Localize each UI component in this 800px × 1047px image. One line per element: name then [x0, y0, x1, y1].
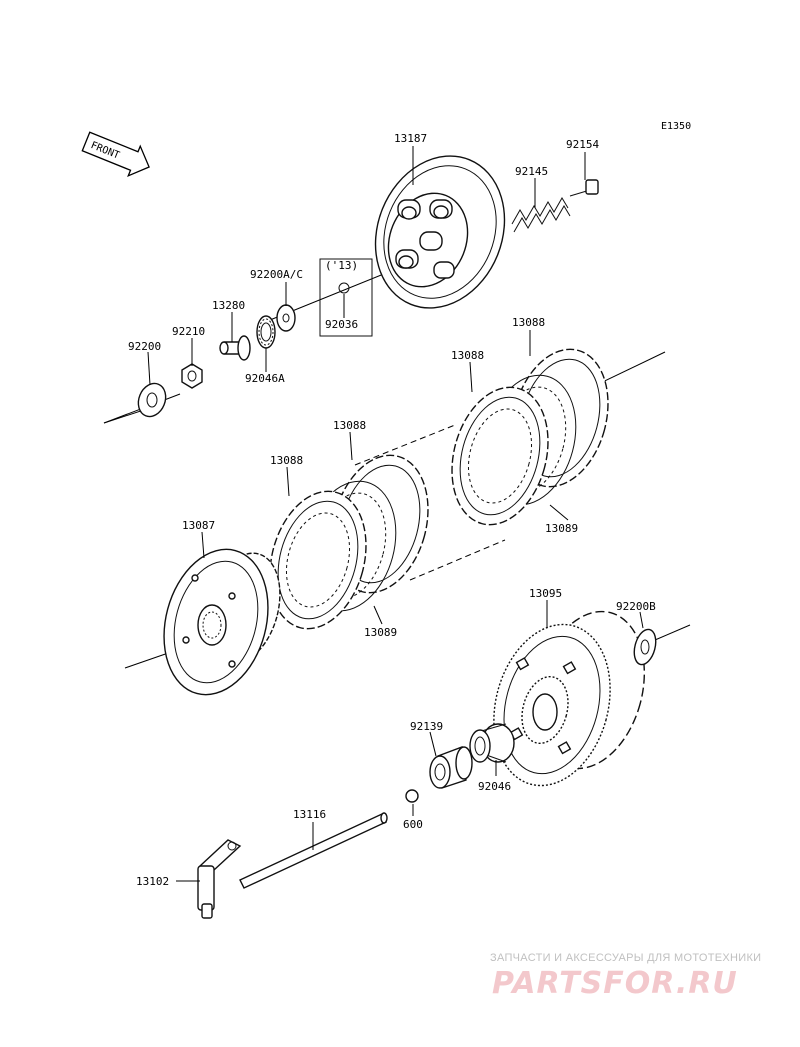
axis-basket-right	[654, 624, 691, 641]
spring-bolt	[569, 179, 599, 197]
clutch-hub	[163, 548, 281, 696]
front-arrow-icon: FRONT	[81, 131, 150, 178]
callout-92154: 92154	[566, 138, 599, 151]
friction-plate-upper-left	[451, 386, 549, 526]
clutch-pusher	[219, 335, 251, 361]
diagram-code: E1350	[661, 121, 691, 132]
washer-92200ac-hole	[282, 313, 290, 323]
thrust-bearing	[256, 315, 276, 349]
leader-lines	[147, 146, 644, 882]
watermark-logo: PARTSFOR.RU	[492, 966, 738, 1001]
callout-92145: 92145	[515, 165, 548, 178]
callout-92139: 92139	[410, 720, 443, 733]
callout-13102: 13102	[136, 875, 169, 888]
variant-box	[319, 258, 373, 337]
axis-dash-upper	[354, 424, 456, 466]
friction-plate-lower-left	[269, 490, 367, 630]
washer-92200	[137, 382, 167, 418]
clutch-housing	[493, 610, 646, 787]
callout-13095: 13095	[529, 587, 562, 600]
washer-92200b	[633, 628, 657, 666]
callout-92046: 92046	[478, 780, 511, 793]
callout-13088-top-right: 13088	[512, 316, 545, 329]
callout-13116: 13116	[293, 808, 326, 821]
callout-13087: 13087	[182, 519, 215, 532]
callout-92036: 92036	[325, 318, 358, 331]
callout-92200b: 92200B	[616, 600, 656, 613]
clutch-spring	[511, 197, 571, 233]
washer-92200ac	[276, 304, 296, 332]
callout-92210: 92210	[172, 325, 205, 338]
callout-13280: 13280	[212, 299, 245, 312]
callout-13088-mid: 13088	[333, 419, 366, 432]
callout-13088-lower: 13088	[270, 454, 303, 467]
callout-92046a: 92046A	[245, 372, 285, 385]
axis-dash-lower	[409, 539, 506, 581]
push-rod	[239, 812, 388, 889]
circlip-92036	[338, 282, 350, 294]
callout-13187: 13187	[394, 132, 427, 145]
needle-bearing	[469, 723, 515, 763]
callout-13088-top-left: 13088	[451, 349, 484, 362]
release-lever	[197, 839, 242, 919]
pressure-plate	[374, 155, 506, 309]
sleeve-92139	[429, 746, 473, 789]
nut-92210	[181, 363, 203, 389]
watermark-caption: ЗАПЧАСТИ И АКСЕССУАРЫ ДЛЯ МОТОТЕХНИКИ	[490, 952, 762, 964]
callout-92200ac: 92200A/C	[250, 268, 303, 281]
callout-variant-13: ('13)	[325, 259, 358, 272]
steel-ball-600	[405, 789, 419, 803]
callout-92200: 92200	[128, 340, 161, 353]
callout-13089-lower: 13089	[364, 626, 397, 639]
callout-600: 600	[403, 818, 423, 831]
callout-13089-upper: 13089	[545, 522, 578, 535]
